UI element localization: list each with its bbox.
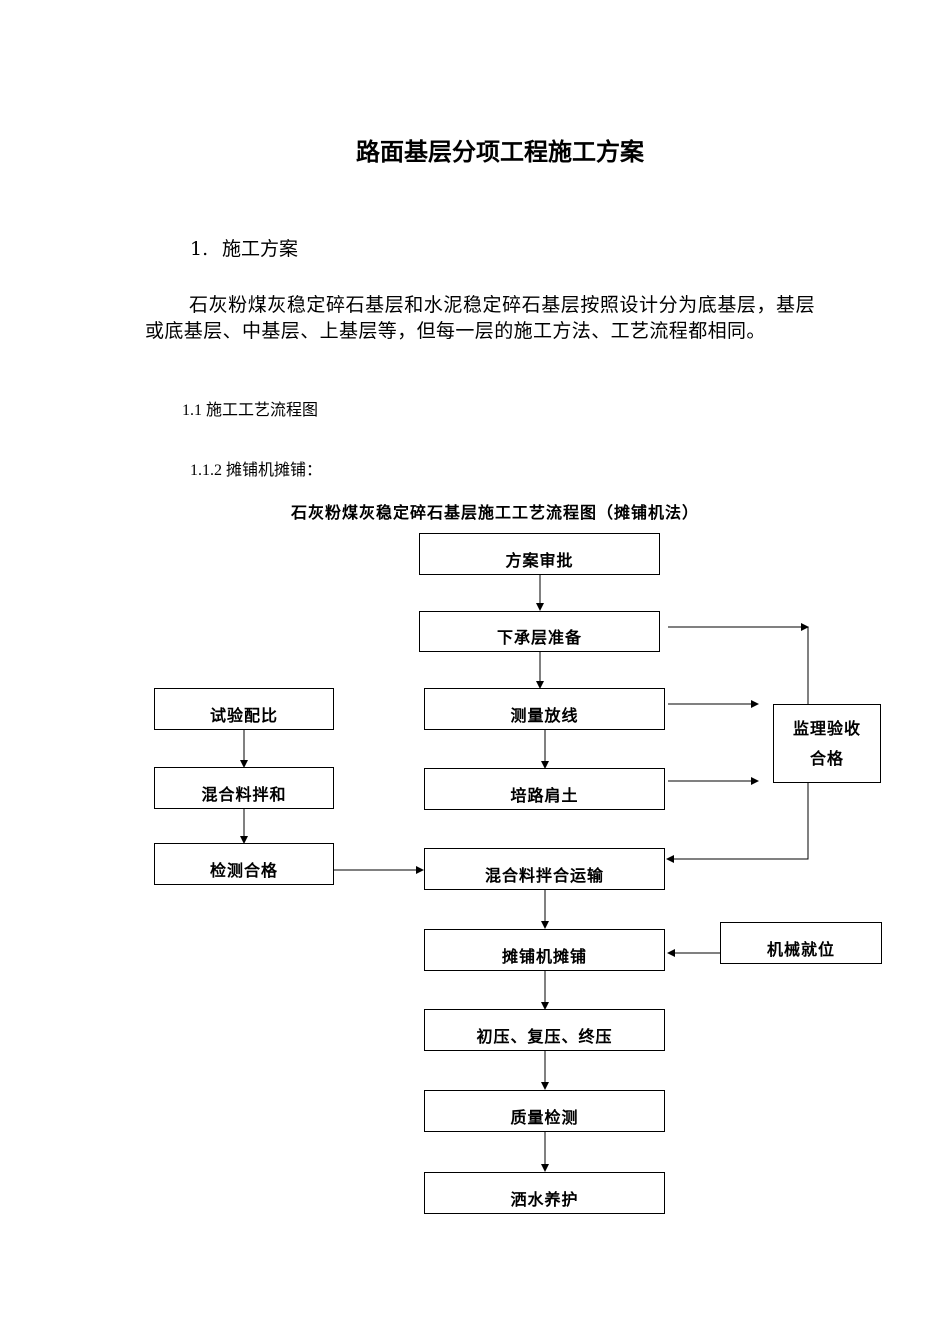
step-transport: 混合料拌合运输 [424,848,665,890]
flowchart-title: 石灰粉煤灰稳定碎石基层施工工艺流程图（摊铺机法） [290,503,699,522]
arrow-supervision-to-transport [666,782,809,863]
subsection-heading-2: 1.1.2 摊铺机摊铺： [190,462,323,479]
section-heading: 1. 施工方案 [190,234,298,261]
subsection-heading-1: 1.1 施工工艺流程图 [182,402,319,419]
step-paving: 摊铺机摊铺 [424,929,665,971]
step-curing: 洒水养护 [424,1172,665,1214]
body-paragraph: 石灰粉煤灰稳定碎石基层和水泥稳定碎石基层按照设计分为底基层，基层或底基层、中基层… [145,294,815,342]
step-survey: 测量放线 [424,688,665,730]
step-lower-layer: 下承层准备 [419,611,660,652]
arrow-lower-to-supervision [668,626,809,704]
step-shoulder: 培路肩土 [424,768,665,810]
step-compaction: 初压、复压、终压 [424,1009,665,1051]
step-supervision: 监理验收 合格 [773,704,881,783]
step-mixing: 混合料拌和 [154,767,334,809]
page-title: 路面基层分项工程施工方案 [356,138,644,166]
step-quality: 质量检测 [424,1090,665,1132]
step-inspection: 检测合格 [154,843,334,885]
step-plan-review: 方案审批 [419,533,660,575]
step-mix-design: 试验配比 [154,688,334,730]
supervision-line-1: 监理验收 [792,718,861,738]
step-machinery: 机械就位 [720,922,882,964]
section-title: 施工方案 [222,238,299,260]
section-number: 1. [190,238,209,260]
supervision-line-2: 合格 [809,748,844,768]
